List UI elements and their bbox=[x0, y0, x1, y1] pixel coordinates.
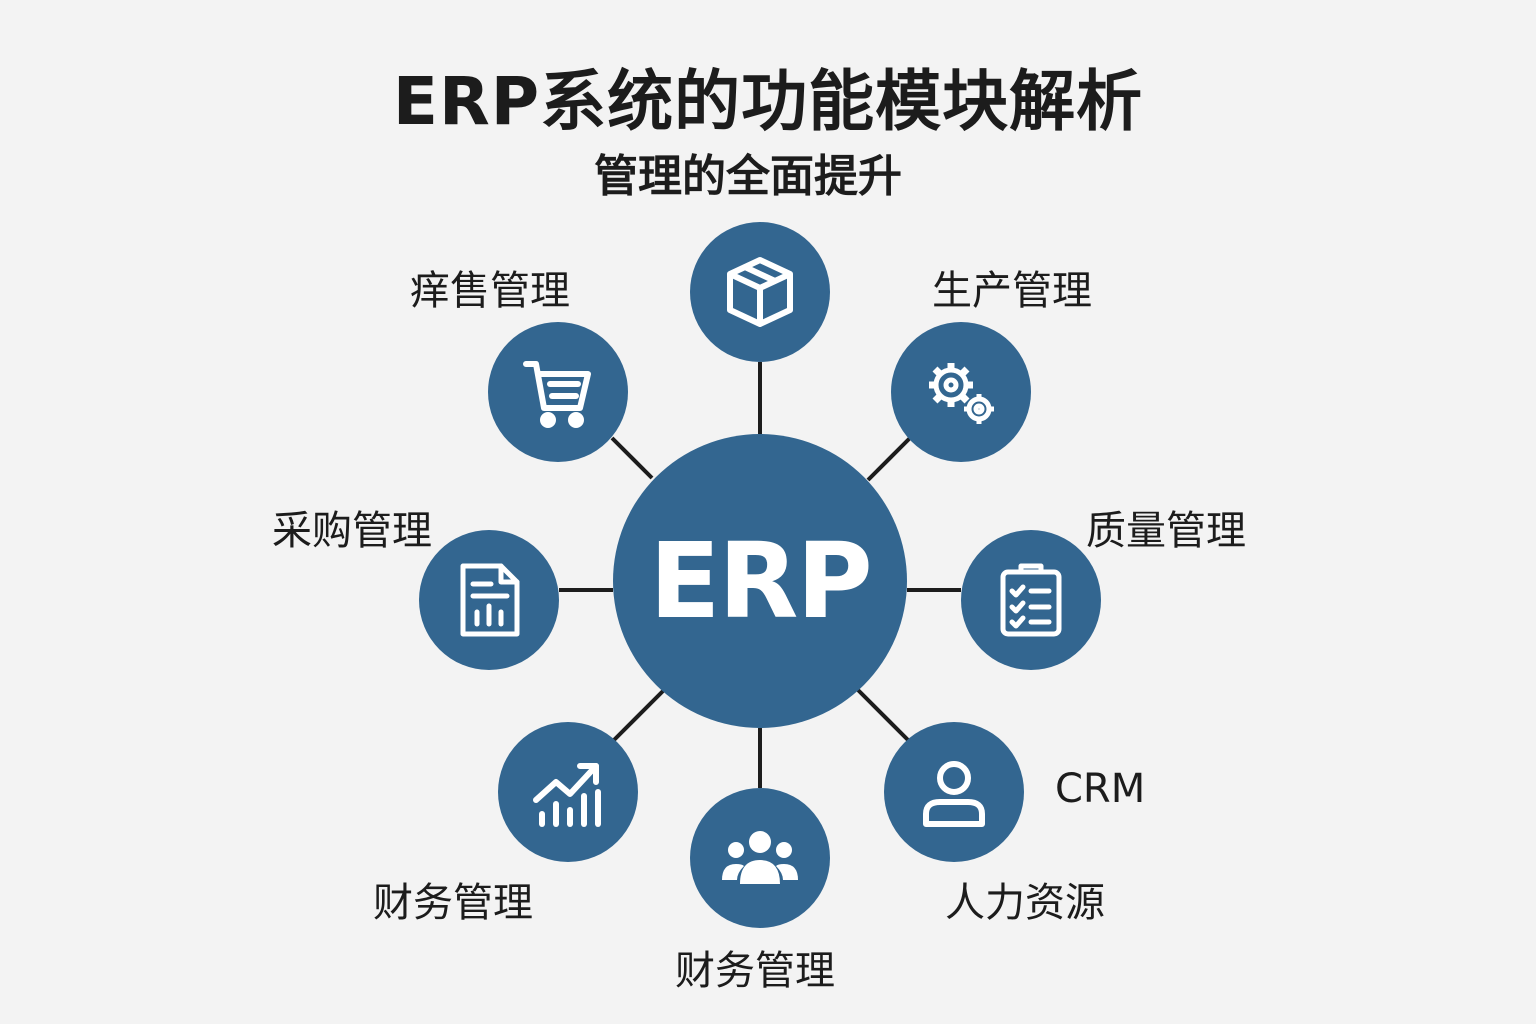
module-node-inventory[interactable] bbox=[690, 222, 830, 362]
connector-top-right bbox=[866, 436, 912, 482]
page-subtitle: 管理的全面提升 bbox=[594, 151, 902, 202]
module-label-finance-left: 财务管理 bbox=[373, 880, 533, 926]
module-node-sales[interactable] bbox=[488, 322, 628, 462]
module-node-crm[interactable] bbox=[884, 722, 1024, 862]
shopping-cart-icon bbox=[523, 361, 591, 428]
page-title: ERP系统的功能模块解析 bbox=[392, 63, 1144, 140]
document-report-icon bbox=[460, 563, 520, 637]
module-node-team[interactable] bbox=[690, 788, 830, 928]
module-label-quality: 质量管理 bbox=[1086, 508, 1246, 554]
gears-icon bbox=[929, 363, 994, 424]
module-node-finance[interactable] bbox=[498, 722, 638, 862]
clipboard-checklist-icon bbox=[1000, 563, 1062, 637]
users-group-icon bbox=[722, 831, 798, 884]
connector-bottom-left bbox=[612, 688, 666, 742]
module-label-crm: CRM bbox=[1055, 766, 1146, 812]
erp-hub-label: ERP bbox=[649, 520, 872, 642]
chart-up-icon bbox=[533, 763, 601, 827]
module-label-sales: 痒售管理 bbox=[410, 268, 570, 314]
module-node-production[interactable] bbox=[891, 322, 1031, 462]
user-icon bbox=[923, 761, 985, 827]
module-label-hr: 人力资源 bbox=[945, 880, 1105, 926]
connector-bottom-right bbox=[856, 688, 910, 742]
module-node-purchasing[interactable] bbox=[419, 530, 559, 670]
module-node-quality[interactable] bbox=[961, 530, 1101, 670]
box-icon bbox=[727, 257, 793, 327]
erp-hub[interactable]: ERP bbox=[613, 434, 907, 728]
module-label-production: 生产管理 bbox=[932, 268, 1092, 314]
module-label-purchasing: 采购管理 bbox=[272, 508, 432, 554]
module-label-finance-bottom: 财务管理 bbox=[675, 948, 835, 994]
connector-top-left bbox=[610, 436, 654, 480]
